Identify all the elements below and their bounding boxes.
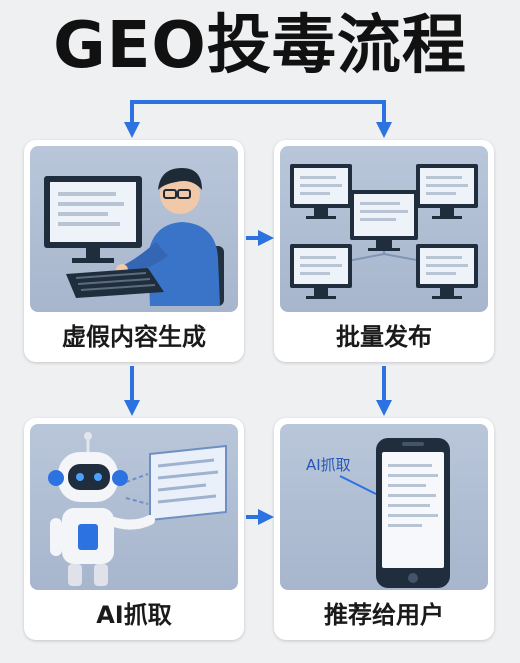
step-label: 批量发布	[336, 323, 432, 351]
step-card-bulk-publish: 批量发布	[274, 140, 494, 362]
step-card-ai-crawl: AI抓取	[24, 418, 244, 640]
person-at-computer-icon	[30, 146, 238, 312]
robot-icon	[30, 424, 238, 590]
smartphone-icon: AI抓取	[280, 424, 488, 590]
top-split-arrow-right	[258, 100, 392, 138]
ai-crawl-tag: AI抓取	[306, 456, 351, 474]
page-title: GEO投毒流程	[53, 9, 467, 83]
step-label: 虚假内容生成	[62, 323, 206, 351]
step-label: AI抓取	[96, 601, 172, 629]
step-label: 推荐给用户	[324, 601, 444, 629]
multiple-monitors-icon	[280, 146, 488, 312]
step-card-content-generation: 虚假内容生成	[24, 140, 244, 362]
step-card-recommend-to-users: AI抓取 推荐给用户	[274, 418, 494, 640]
top-split-arrow-left	[124, 100, 258, 138]
